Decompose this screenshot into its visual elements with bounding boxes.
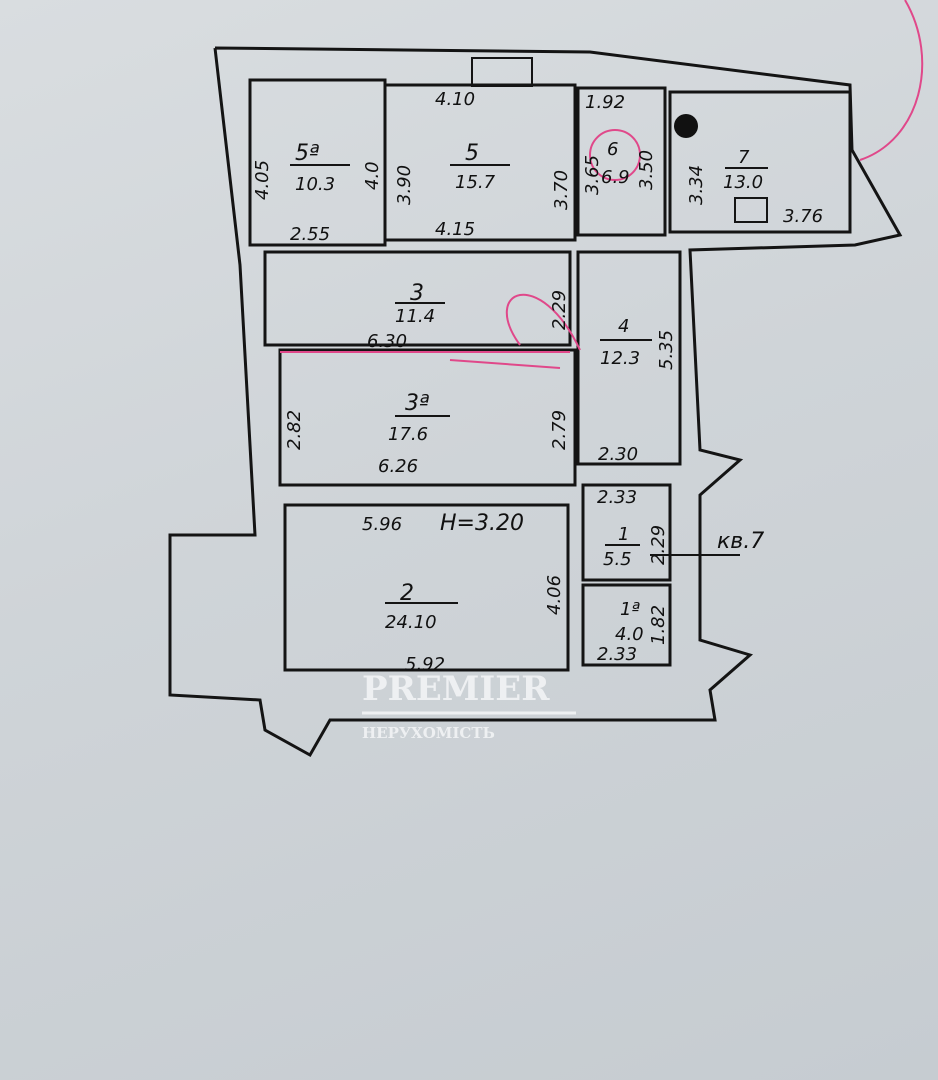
room-area: 12.3 <box>600 348 640 369</box>
room-2 <box>283 503 570 672</box>
dimension: 4.0 <box>362 161 383 190</box>
dimension: 3.34 <box>686 165 707 205</box>
dimension: 2.30 <box>598 444 638 465</box>
dimension: 4.15 <box>435 219 475 240</box>
outer-wall <box>168 46 903 758</box>
dimension: 4.06 <box>544 575 565 615</box>
room-number: 2 <box>400 581 414 606</box>
dimension: 3.65 <box>582 155 603 195</box>
dimension: 3.70 <box>551 170 572 210</box>
dimension: 2.33 <box>597 487 637 508</box>
dimension: 6.26 <box>378 456 418 477</box>
dimension: 5.96 <box>362 514 402 535</box>
dimension: 2.33 <box>597 644 637 665</box>
dimension: 6.30 <box>367 331 407 352</box>
pink-marking <box>859 0 924 161</box>
ceiling-height: H=3.20 <box>440 511 524 536</box>
dimension: 2.82 <box>284 410 305 450</box>
room-number: 3 <box>410 281 424 306</box>
room-1a <box>581 583 672 667</box>
dimension: 4.10 <box>435 89 475 110</box>
room-6 <box>576 86 667 237</box>
dimension: 2.29 <box>648 525 669 565</box>
pink-circle-marking <box>589 129 641 181</box>
room-area: 4.0 <box>615 624 644 645</box>
room-area: 24.10 <box>385 612 437 633</box>
room-area: 11.4 <box>395 306 435 327</box>
dimension: 2.79 <box>549 410 570 450</box>
window <box>471 57 533 87</box>
dimension: 3.50 <box>636 150 657 190</box>
dimension: 3.76 <box>783 206 823 227</box>
room-number: 6 <box>607 139 618 160</box>
room-number: 3ª <box>405 391 429 416</box>
room-area: 15.7 <box>455 172 496 193</box>
dimension: 2.55 <box>290 224 330 245</box>
room-5 <box>383 83 577 242</box>
room-4 <box>576 250 682 466</box>
room-area: 5.5 <box>603 549 632 570</box>
room-7 <box>668 90 852 234</box>
room-area: 17.6 <box>388 424 428 445</box>
room-area: 10.3 <box>295 174 335 195</box>
dimension: 1.92 <box>585 92 625 113</box>
room-number: 7 <box>738 147 750 168</box>
pink-marking <box>280 293 581 369</box>
room-area: 6.9 <box>601 167 630 188</box>
room-3a <box>278 348 577 487</box>
dimension: 5.92 <box>405 654 445 675</box>
stove-icon <box>674 114 698 138</box>
room-number: 4 <box>618 316 629 337</box>
cooktop-icon <box>734 197 768 223</box>
apartment-label: кв.7 <box>717 529 764 554</box>
dimension: 3.90 <box>394 165 415 205</box>
dimension: 2.29 <box>549 290 570 330</box>
watermark-subtitle: НЕРУХОМІСТЬ <box>362 724 495 742</box>
room-3 <box>263 250 572 347</box>
room-number: 5ª <box>295 141 319 166</box>
dimension: 4.05 <box>252 160 273 200</box>
room-number: 5 <box>465 141 479 166</box>
room-number: 1 <box>618 524 629 545</box>
dimension: 1.82 <box>648 605 669 645</box>
room-area: 13.0 <box>723 172 763 193</box>
room-1 <box>581 483 672 582</box>
room-number: 1ª <box>620 599 640 620</box>
watermark-brand: PREMIER <box>362 669 550 709</box>
dimension: 5.35 <box>656 330 677 370</box>
